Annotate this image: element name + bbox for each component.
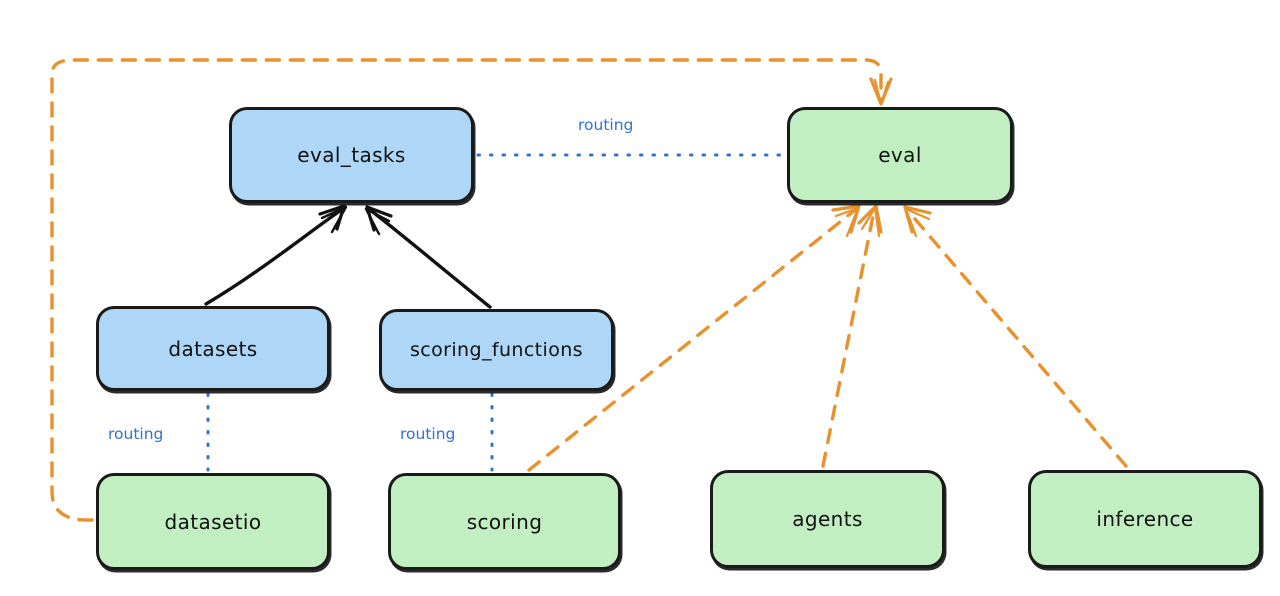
node-label-inference: inference [1096, 507, 1194, 531]
node-label-scoring-functions: scoring_functions [410, 338, 583, 361]
node-inference[interactable]: inference [1028, 470, 1262, 568]
edge-datasets-to-eval_tasks [204, 204, 348, 306]
node-datasets[interactable]: datasets [96, 306, 330, 391]
node-label-eval: eval [878, 143, 922, 167]
node-datasetio[interactable]: datasetio [96, 473, 330, 570]
node-eval-tasks[interactable]: eval_tasks [229, 107, 474, 203]
edge-agents-to-eval [821, 204, 883, 468]
node-scoring-functions[interactable]: scoring_functions [379, 309, 614, 391]
node-label-agents: agents [792, 507, 863, 531]
edge-scoring_functions-to-eval_tasks [364, 205, 492, 309]
node-scoring[interactable]: scoring [388, 473, 621, 570]
node-label-eval-tasks: eval_tasks [297, 143, 406, 167]
edge-label-routing-eval: routing [578, 116, 634, 134]
node-label-datasets: datasets [168, 336, 258, 361]
node-label-datasetio: datasetio [164, 509, 262, 534]
node-label-scoring: scoring [466, 509, 543, 534]
node-agents[interactable]: agents [710, 470, 945, 568]
edge-label-routing-scoring: routing [400, 425, 456, 443]
node-eval[interactable]: eval [787, 107, 1013, 203]
edge-label-routing-datasets: routing [108, 425, 164, 443]
edge-inference-to-eval [903, 205, 1128, 468]
